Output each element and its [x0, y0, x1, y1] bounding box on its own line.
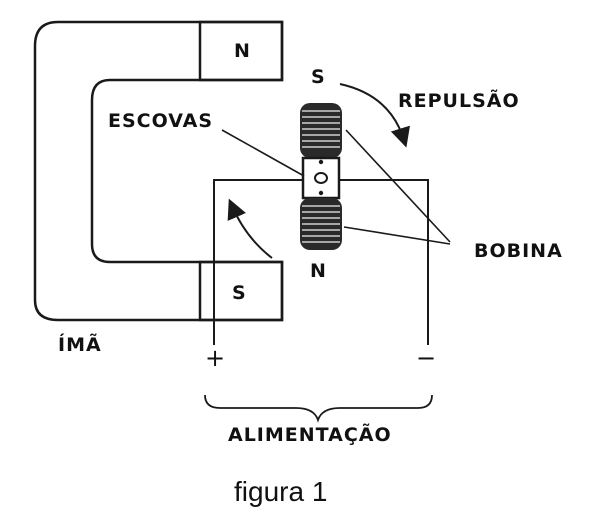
supply-brace — [204, 394, 433, 423]
coil-label: BOBINA — [474, 240, 563, 262]
brushes-label: ESCOVAS — [108, 110, 214, 132]
repulsion-arrow — [339, 83, 410, 148]
repulsion-label: REPULSÃO — [398, 90, 520, 112]
rotor-north-label: N — [310, 260, 326, 282]
rotation-arrow — [227, 198, 273, 259]
horseshoe-magnet — [33, 20, 284, 322]
coil-leader-top — [345, 129, 451, 243]
armature-coil — [300, 103, 342, 250]
magnet-north-block — [198, 20, 284, 82]
minus-terminal-label: − — [416, 344, 437, 372]
brushes-leader — [221, 129, 305, 177]
magnet-south-label: S — [232, 282, 246, 304]
rotor-south-label: S — [311, 66, 325, 88]
figure-caption: figura 1 — [234, 476, 328, 507]
plus-terminal-label: + — [205, 344, 226, 372]
supply-label: ALIMENTAÇÃO — [228, 424, 392, 446]
magnet-north-label: N — [234, 40, 250, 62]
magnet-label: ÍMÃ — [58, 334, 102, 356]
magnet-south-block — [198, 260, 284, 322]
coil-leader-bottom — [343, 226, 451, 245]
